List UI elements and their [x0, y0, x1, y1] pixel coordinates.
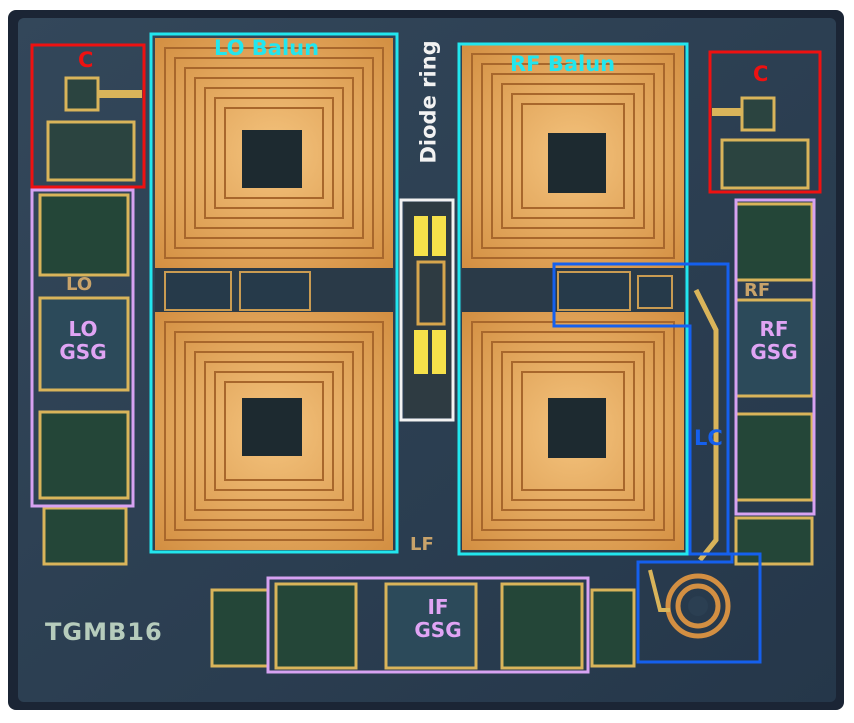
label-lo-etched: LO: [66, 274, 93, 295]
if-gsg-box: [266, 576, 590, 674]
lo-gsg-pads: [38, 193, 130, 566]
lc-inductor: [648, 288, 731, 639]
lo-balun-spiral-bottom: [155, 312, 393, 550]
diode-ring: [404, 202, 452, 418]
label-rf-etched: RF: [744, 280, 771, 301]
lo-balun-box: [149, 32, 399, 554]
rf-balun-spiral-bottom: [462, 312, 684, 550]
rf-gsg-box: [734, 198, 816, 516]
rf-balun-spiral-top: [462, 44, 684, 268]
label-c-left: C: [78, 48, 94, 72]
lc-box: [552, 262, 762, 664]
label-lf-etched: LF: [410, 534, 434, 555]
right-capacitor-box: [708, 50, 822, 194]
label-lc: LC: [694, 426, 723, 450]
annotation-boxes: [30, 32, 822, 674]
right-capacitor: [712, 96, 810, 190]
rf-balun-box: [457, 42, 689, 556]
label-c-right: C: [753, 62, 769, 86]
lo-gsg-box: [30, 188, 135, 508]
left-capacitor-box: [30, 43, 146, 189]
label-rf-balun: RF Balun: [510, 52, 616, 76]
lo-balun-spiral-top: [155, 38, 393, 268]
label-lo-gsg: LO GSG: [59, 317, 107, 364]
label-lo-balun: LO Balun: [214, 36, 320, 60]
label-if-gsg: IF GSG: [414, 595, 462, 642]
chip-id-label: TGMB16: [45, 618, 163, 646]
left-capacitor: [46, 76, 142, 182]
label-diode-ring: Diode ring: [416, 40, 441, 164]
diode-ring-box: [399, 198, 455, 422]
if-gsg-pads: [210, 582, 636, 670]
label-rf-gsg: RF GSG: [750, 317, 798, 364]
